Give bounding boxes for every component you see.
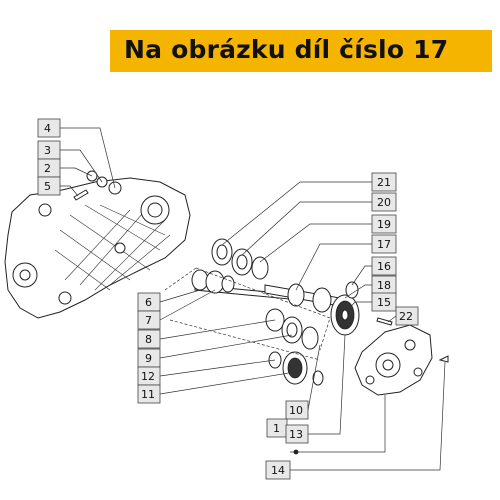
svg-text:4: 4 bbox=[44, 122, 51, 135]
svg-text:2: 2 bbox=[44, 162, 51, 175]
callout-20: 20 bbox=[371, 192, 397, 212]
callout-7: 7 bbox=[137, 310, 161, 330]
callout-18: 18 bbox=[371, 275, 397, 295]
callout-2: 2 bbox=[37, 158, 61, 178]
leader-lines bbox=[60, 127, 446, 471]
svg-text:10: 10 bbox=[289, 404, 303, 417]
callout-21: 21 bbox=[371, 172, 397, 192]
callout-6: 6 bbox=[137, 292, 161, 312]
callout-8: 8 bbox=[137, 329, 161, 349]
callout-17: 17 bbox=[371, 234, 397, 254]
svg-text:9: 9 bbox=[145, 352, 152, 365]
svg-text:22: 22 bbox=[399, 310, 413, 323]
callout-4: 4 bbox=[37, 118, 61, 138]
svg-text:17: 17 bbox=[377, 238, 391, 251]
callout-11: 11 bbox=[137, 384, 161, 404]
svg-text:16: 16 bbox=[377, 260, 391, 273]
callout-19: 19 bbox=[371, 214, 397, 234]
svg-text:1: 1 bbox=[273, 422, 280, 435]
callout-9: 9 bbox=[137, 348, 161, 368]
svg-text:13: 13 bbox=[289, 428, 303, 441]
svg-text:5: 5 bbox=[44, 180, 51, 193]
svg-text:14: 14 bbox=[271, 464, 285, 477]
upper-bearings bbox=[211, 238, 269, 280]
svg-text:12: 12 bbox=[141, 370, 155, 383]
callout-12: 12 bbox=[137, 366, 161, 386]
svg-text:15: 15 bbox=[377, 296, 391, 309]
callout-14: 14 bbox=[265, 460, 291, 480]
callout-13: 13 bbox=[285, 424, 309, 444]
banner-text: Na obrázku díl číslo 17 bbox=[124, 35, 449, 64]
washers bbox=[345, 281, 393, 326]
svg-text:11: 11 bbox=[141, 388, 155, 401]
svg-text:21: 21 bbox=[377, 176, 391, 189]
title-banner: Na obrázku díl číslo 17 bbox=[110, 30, 492, 72]
callout-3: 3 bbox=[37, 140, 61, 160]
callout-15: 15 bbox=[371, 292, 397, 312]
svg-text:6: 6 bbox=[145, 296, 152, 309]
svg-text:8: 8 bbox=[145, 333, 152, 346]
svg-text:3: 3 bbox=[44, 144, 51, 157]
driven-gear bbox=[330, 294, 360, 336]
callout-5: 5 bbox=[37, 176, 61, 196]
svg-text:20: 20 bbox=[377, 196, 391, 209]
callout-1: 1 bbox=[266, 418, 288, 438]
svg-text:18: 18 bbox=[377, 279, 391, 292]
svg-text:19: 19 bbox=[377, 218, 391, 231]
crankcase-housing bbox=[4, 177, 191, 319]
gearbox-cover bbox=[354, 324, 449, 396]
callout-22: 22 bbox=[395, 306, 419, 326]
svg-text:7: 7 bbox=[145, 314, 152, 327]
callout-10: 10 bbox=[285, 400, 309, 420]
callout-16: 16 bbox=[371, 256, 397, 276]
